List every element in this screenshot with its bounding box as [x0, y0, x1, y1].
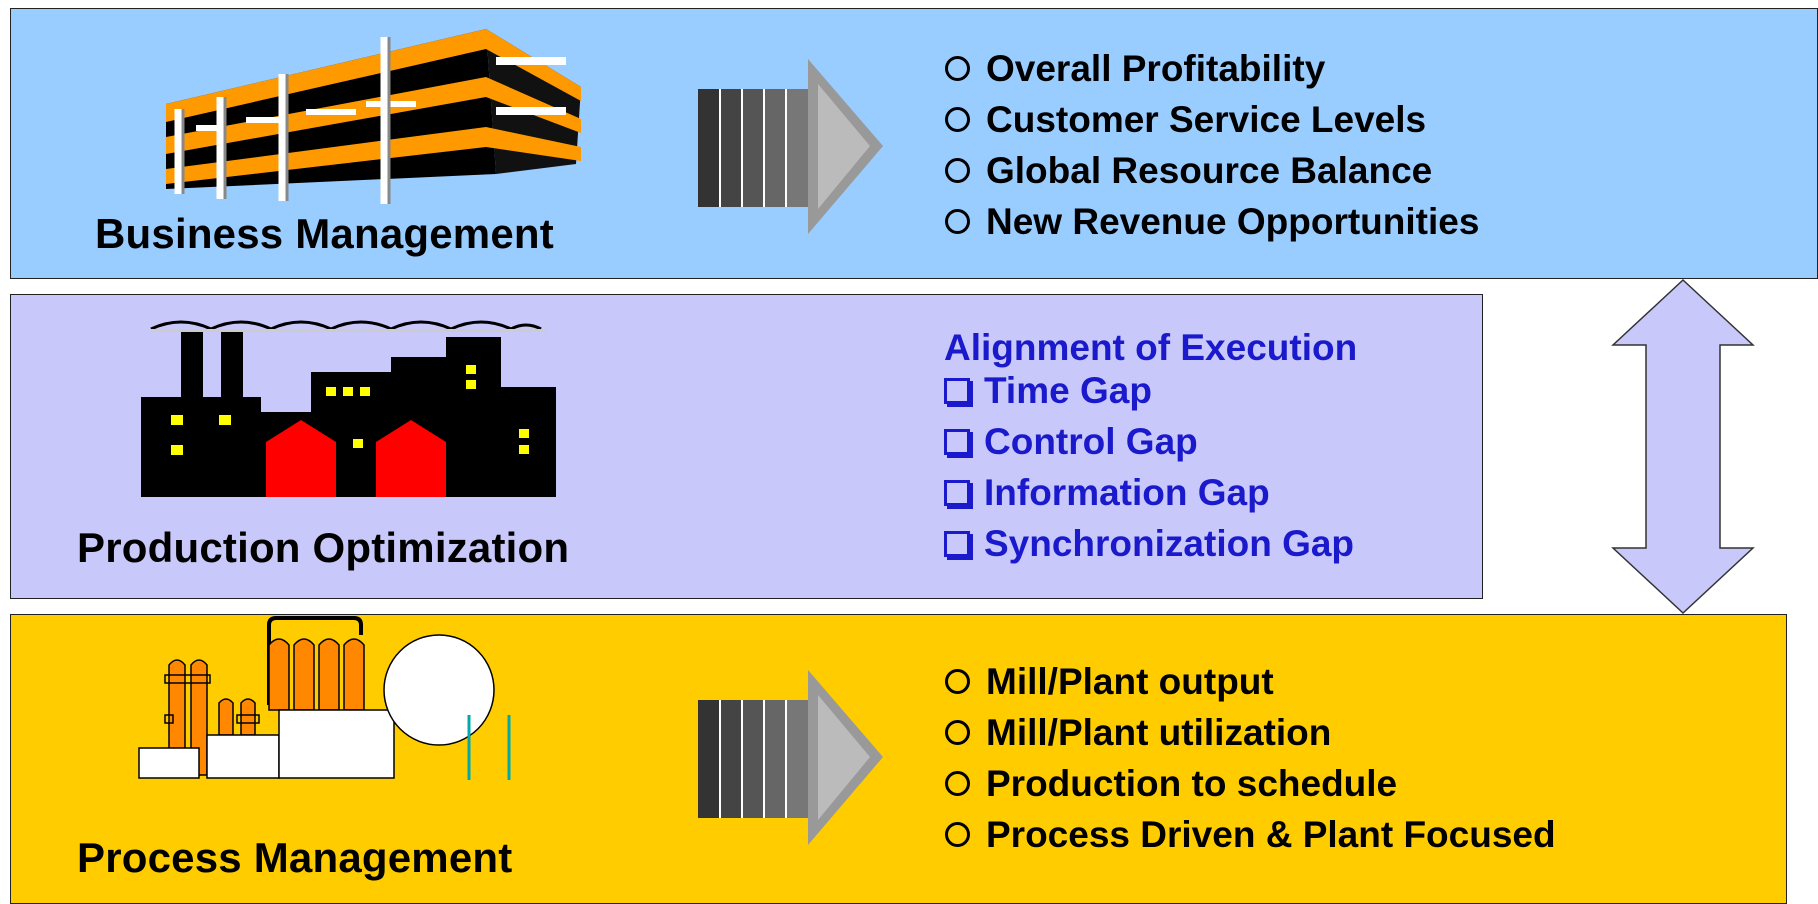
list-item: Mill/Plant output — [945, 656, 1556, 707]
business-management-title: Business Management — [95, 210, 554, 257]
circle-bullet-icon — [945, 669, 970, 694]
checkbox-bullet-icon — [944, 377, 970, 404]
double-headed-arrow-icon — [1611, 278, 1755, 615]
list-item-label: Mill/Plant output — [986, 661, 1274, 702]
refinery-plant-icon — [138, 616, 511, 780]
business-management-panel: Business Management Overall Profitabilit… — [10, 8, 1818, 279]
list-item: Control Gap — [944, 416, 1354, 467]
list-item: Production to schedule — [945, 758, 1556, 809]
checkbox-bullet-icon — [944, 428, 970, 455]
list-item: Time Gap — [944, 365, 1354, 416]
list-item-label: Customer Service Levels — [986, 99, 1427, 140]
production-optimization-panel: Production Optimization Alignment of Exe… — [10, 294, 1483, 599]
process-management-title: Process Management — [77, 834, 513, 881]
circle-bullet-icon — [945, 209, 970, 234]
gap-list: Time Gap Control Gap Information Gap Syn… — [944, 365, 1354, 569]
checkbox-bullet-icon — [944, 479, 970, 506]
list-item: Mill/Plant utilization — [945, 707, 1556, 758]
striped-arrow-icon — [698, 670, 883, 845]
list-item-label: Synchronization Gap — [984, 523, 1355, 564]
list-item-label: Information Gap — [984, 472, 1270, 513]
circle-bullet-icon — [945, 822, 970, 847]
striped-arrow-icon — [698, 59, 883, 234]
list-item: Customer Service Levels — [945, 94, 1479, 145]
process-management-panel: Process Management Mill/Plant output Mil… — [10, 614, 1787, 904]
circle-bullet-icon — [945, 158, 970, 183]
list-item-label: Global Resource Balance — [986, 150, 1433, 191]
process-goals-list: Mill/Plant output Mill/Plant utilization… — [945, 656, 1556, 860]
list-item: Process Driven & Plant Focused — [945, 809, 1556, 860]
production-optimization-title: Production Optimization — [77, 524, 570, 571]
list-item-label: Process Driven & Plant Focused — [986, 814, 1556, 855]
list-item: Overall Profitability — [945, 43, 1479, 94]
circle-bullet-icon — [945, 107, 970, 132]
checkbox-bullet-icon — [944, 530, 970, 557]
list-item-label: Overall Profitability — [986, 48, 1326, 89]
office-building-icon — [166, 29, 581, 204]
circle-bullet-icon — [945, 720, 970, 745]
list-item: Global Resource Balance — [945, 145, 1479, 196]
list-item-label: New Revenue Opportunities — [986, 201, 1480, 242]
alignment-heading: Alignment of Execution — [944, 327, 1358, 368]
list-item-label: Time Gap — [984, 370, 1152, 411]
list-item-label: Mill/Plant utilization — [986, 712, 1332, 753]
circle-bullet-icon — [945, 56, 970, 81]
list-item: New Revenue Opportunities — [945, 196, 1479, 247]
list-item: Synchronization Gap — [944, 518, 1354, 569]
circle-bullet-icon — [945, 771, 970, 796]
business-goals-list: Overall Profitability Customer Service L… — [945, 43, 1479, 247]
list-item: Information Gap — [944, 467, 1354, 518]
factory-icon — [141, 320, 556, 497]
list-item-label: Production to schedule — [986, 763, 1398, 804]
list-item-label: Control Gap — [984, 421, 1198, 462]
